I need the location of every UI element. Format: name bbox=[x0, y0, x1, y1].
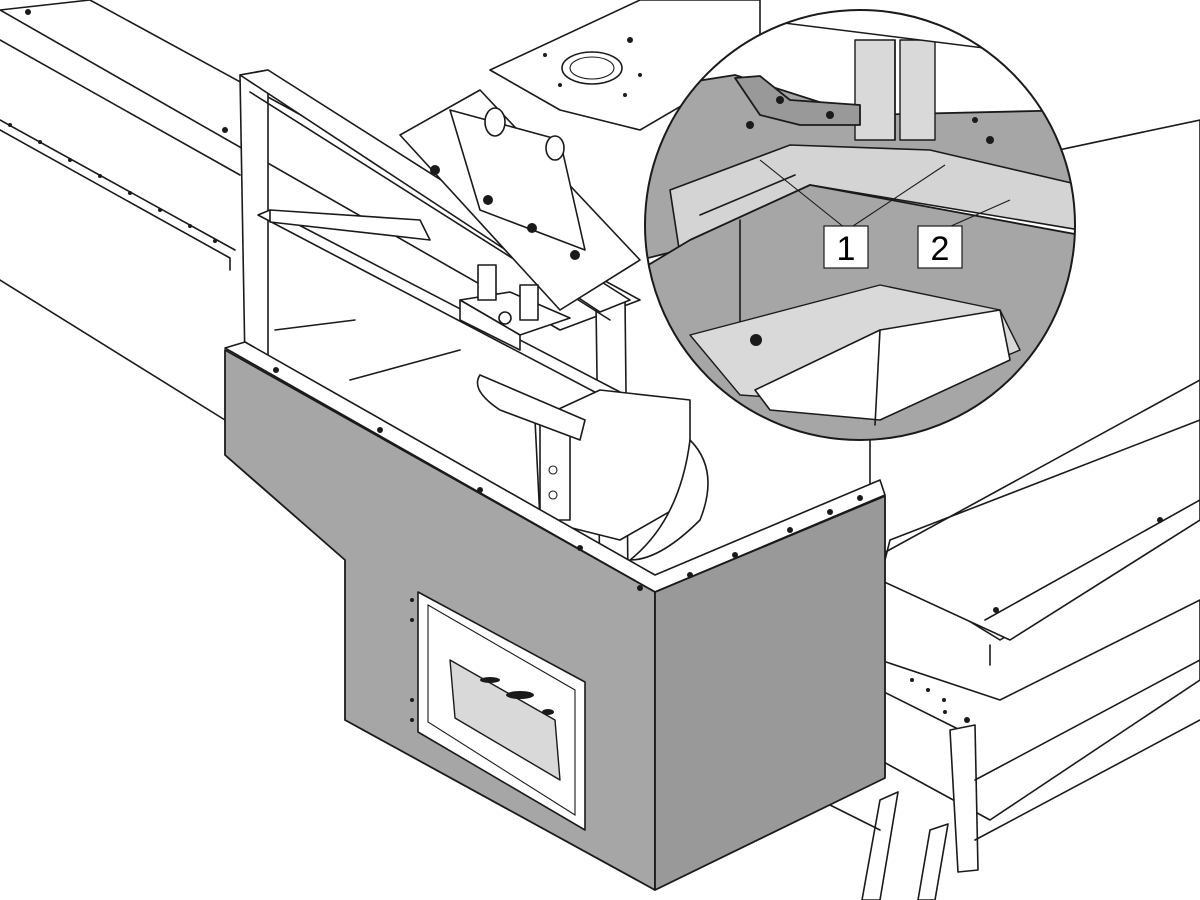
leader-line-1b bbox=[849, 164, 946, 229]
leader-line-1a bbox=[759, 159, 846, 229]
callout-1: 1 bbox=[823, 225, 869, 269]
grey-enclosure bbox=[224, 341, 886, 891]
callout-2-label: 2 bbox=[931, 230, 950, 268]
beam-holes-left bbox=[8, 9, 228, 243]
internal-mechanism bbox=[239, 69, 709, 589]
leader-line-2 bbox=[941, 199, 1011, 231]
callout-1-label: 1 bbox=[837, 230, 856, 268]
callout-2: 2 bbox=[917, 225, 963, 269]
